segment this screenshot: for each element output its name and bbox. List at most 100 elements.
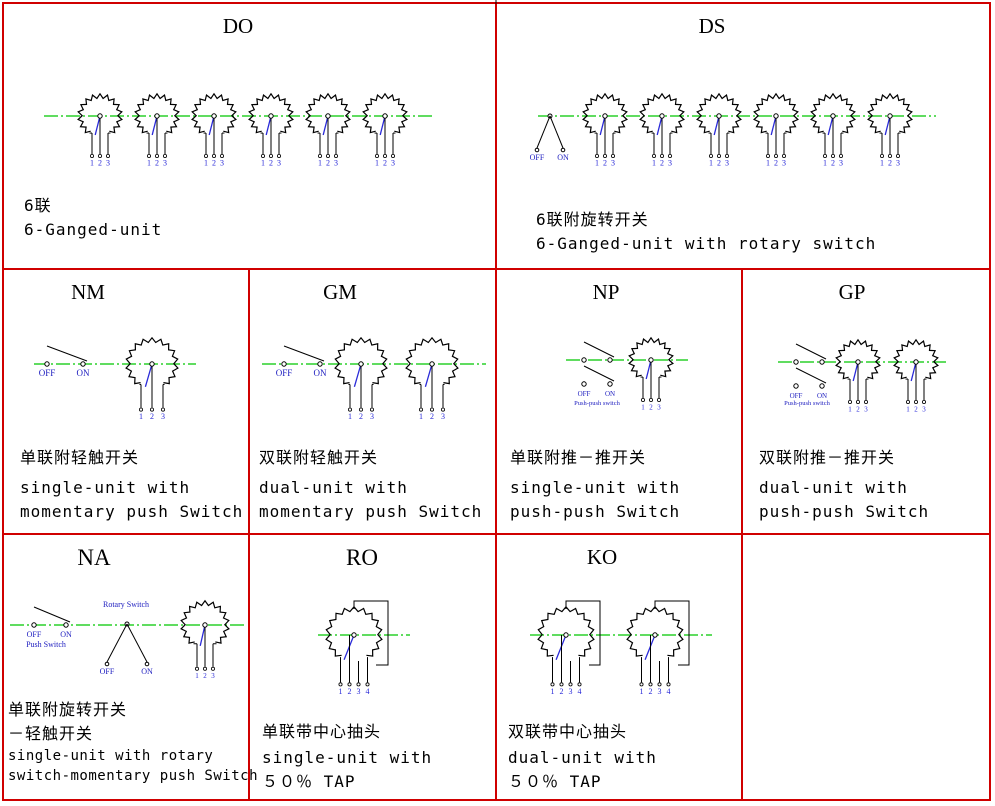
pin-terminal [146, 153, 151, 158]
pin-number: 4 [366, 687, 370, 696]
potentiometer-symbol [305, 92, 351, 158]
rotary-lever [126, 623, 148, 663]
desc-zh: 单联带中心抽头 [262, 722, 382, 741]
switch-contact [819, 359, 825, 365]
desc-en: single-unit with rotary [8, 748, 214, 764]
pin-terminal [880, 153, 885, 158]
pin-terminal [559, 682, 564, 687]
pin-number: 2 [649, 687, 653, 696]
cell-desc-do: 6联 6-Ganged-unit [24, 194, 162, 242]
pin-terminal [906, 399, 911, 404]
pin-terminal [347, 407, 352, 412]
cell-desc-np: 单联附推－推开关 single-unit with push-push Swit… [510, 446, 680, 524]
potentiometer-symbol [639, 92, 685, 158]
pin-number: 2 [717, 159, 721, 168]
pin-terminal [864, 399, 869, 404]
pin-number: 3 [441, 412, 445, 421]
pin-terminal [717, 153, 722, 158]
pin-terminal [639, 682, 644, 687]
pin-terminal [896, 153, 901, 158]
wiper-line [852, 361, 859, 382]
wiper-line [379, 115, 386, 136]
wiper-pivot [202, 622, 208, 628]
center-tap-lead [353, 600, 389, 666]
pin-terminal [369, 407, 374, 412]
pin-number: 1 [375, 159, 379, 168]
pin-number: 1 [640, 687, 644, 696]
resistor-arc [835, 338, 881, 380]
pin-number: 3 [106, 159, 110, 168]
resistor-arc [180, 599, 230, 644]
pin-terminal [358, 407, 363, 412]
desc-en: dual-unit with [259, 478, 408, 497]
pin-number: 1 [652, 159, 656, 168]
pin-terminal [856, 399, 861, 404]
desc-en: single-unit with [262, 748, 433, 767]
resistor-arc [639, 92, 685, 134]
potentiometer-symbol [325, 605, 383, 687]
switch-contact [607, 357, 613, 363]
wiper-line [322, 115, 329, 136]
potentiometer-symbol [405, 336, 459, 412]
rotary-switch-label: Rotary Switch [103, 600, 149, 609]
potentiometer-symbol [867, 92, 913, 158]
potentiometer-symbol [362, 92, 408, 158]
pin-terminal [390, 153, 395, 158]
pin-number: 1 [551, 687, 555, 696]
resistor-arc [191, 92, 237, 134]
desc-zh: 6联附旋转开关 [536, 210, 649, 229]
pin-number: 2 [155, 159, 159, 168]
pin-number: 3 [220, 159, 224, 168]
potentiometer-symbol [248, 92, 294, 158]
resistor-arc [77, 92, 123, 134]
pin-terminal [356, 682, 361, 687]
pin-number: 2 [150, 412, 154, 421]
switch-lever [583, 341, 615, 358]
push-push-switch-label: Push-push switch [574, 400, 620, 407]
resistor-arc [134, 92, 180, 134]
switch-off-label: OFF [27, 630, 42, 639]
desc-en: push-push Switch [510, 502, 681, 521]
wiper-pivot [602, 113, 608, 119]
wiper-pivot [351, 632, 357, 638]
wiper-pivot [716, 113, 722, 119]
switch-off-label: OFF [578, 390, 591, 398]
pin-number: 1 [195, 672, 199, 680]
switch-contact [581, 381, 587, 387]
potentiometer-symbol [628, 336, 674, 402]
wiper-line [645, 359, 652, 380]
cell-desc-ro: 单联带中心抽头 single-unit with ５０％ TAP [262, 720, 432, 794]
pin-terminal [660, 153, 665, 158]
pin-number: 2 [888, 159, 892, 168]
switch-contact [80, 361, 86, 367]
wiper-pivot [325, 113, 331, 119]
pin-terminal [641, 397, 646, 402]
wiper-pivot [563, 632, 569, 638]
desc-en: 6-Ganged-unit [24, 220, 163, 239]
switch-contact [819, 383, 825, 389]
pin-terminal [202, 666, 207, 671]
wiper-line [599, 115, 606, 136]
pin-terminal [333, 153, 338, 158]
rotary-lever [549, 115, 564, 149]
wiper-pivot [887, 113, 893, 119]
pin-terminal [106, 153, 111, 158]
pin-terminal [595, 153, 600, 158]
pin-terminal [162, 153, 167, 158]
resistor-arc [362, 92, 408, 134]
pin-number: 2 [98, 159, 102, 168]
pin-terminal [211, 153, 216, 158]
pin-number: 2 [831, 159, 835, 168]
pin-terminal [839, 153, 844, 158]
pin-terminal [782, 153, 787, 158]
desc-en: ５０％ TAP [508, 772, 602, 791]
pin-number: 2 [212, 159, 216, 168]
pin-terminal [774, 153, 779, 158]
pin-number: 4 [578, 687, 582, 696]
potentiometer-symbol [582, 92, 628, 158]
wiper-pivot [913, 359, 919, 365]
desc-zh: －轻触开关 [8, 724, 94, 743]
wiper-line [265, 115, 272, 136]
cell-desc-nm: 单联附轻触开关 single-unit with momentary push … [20, 446, 243, 524]
